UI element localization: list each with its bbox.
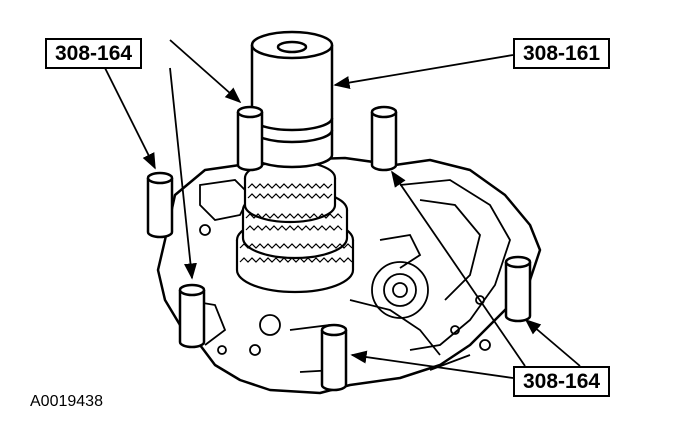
guide-pin-3 <box>370 105 398 172</box>
guide-pin-6 <box>320 323 348 392</box>
gear-cluster <box>235 159 355 294</box>
guide-pin-5 <box>178 283 206 349</box>
guide-pin-2 <box>236 105 264 172</box>
leader-lines <box>104 39 581 379</box>
callout-308-161: 308-161 <box>513 38 611 69</box>
guide-pins-308-164 <box>146 105 532 392</box>
gear-teeth <box>239 183 353 263</box>
figure-id: A0019438 <box>30 393 103 410</box>
callout-308-164-bottom-right: 308-164 <box>513 366 611 397</box>
guide-pin-1 <box>146 171 174 239</box>
installer-tool-308-161 <box>250 30 334 169</box>
callout-308-164-top-left: 308-164 <box>45 38 143 69</box>
guide-pin-4 <box>504 255 532 323</box>
